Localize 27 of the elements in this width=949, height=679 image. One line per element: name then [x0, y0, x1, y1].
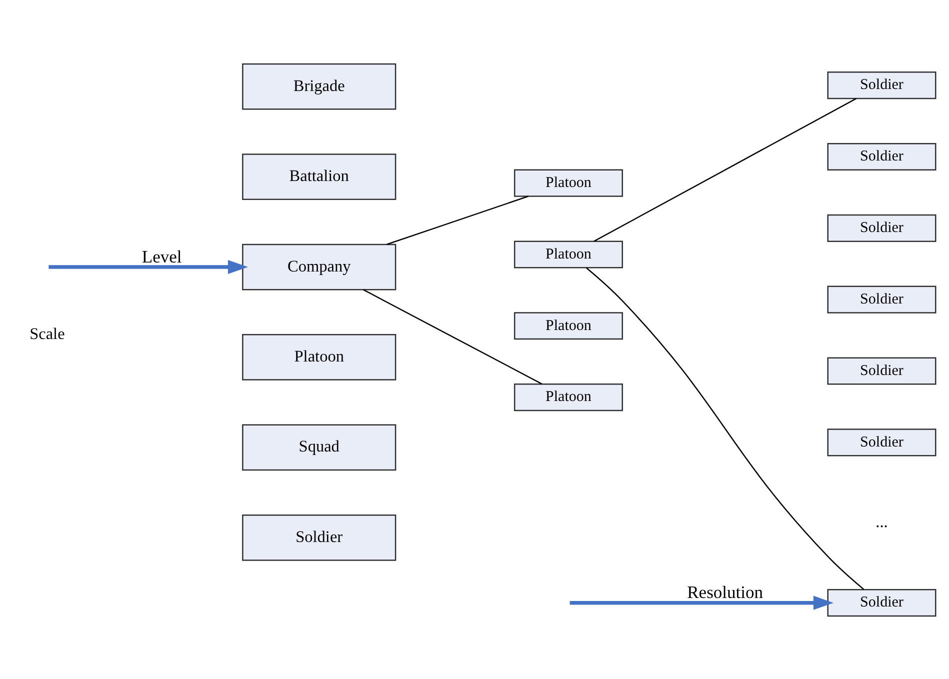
node-box: Soldier — [827, 285, 936, 313]
node-box: Company — [242, 243, 396, 290]
edge-label: Level — [142, 246, 182, 266]
node-box: Battalion — [242, 153, 396, 200]
node-box: Soldier — [827, 214, 936, 242]
label: ... — [876, 511, 888, 530]
connector — [363, 288, 542, 384]
node-box: Soldier — [827, 142, 936, 170]
node-box: Soldier — [827, 71, 936, 99]
node-box: Soldier — [827, 588, 936, 616]
node-box: Soldier — [242, 514, 396, 560]
node-box: Platoon — [242, 334, 396, 380]
edge-label: Resolution — [687, 582, 764, 602]
node-box: Platoon — [514, 240, 623, 268]
node-box: Brigade — [242, 62, 396, 110]
connector — [586, 267, 864, 590]
arrow — [570, 595, 834, 610]
node-box: Platoon — [514, 312, 623, 340]
node-box: Soldier — [827, 356, 936, 384]
node-box: Platoon — [514, 168, 623, 196]
connector — [594, 97, 857, 242]
arrow — [48, 259, 248, 274]
node-box: Soldier — [827, 428, 936, 456]
connector — [386, 195, 529, 244]
node-box: Platoon — [514, 383, 623, 411]
label: Scale — [30, 323, 65, 342]
node-box: Squad — [242, 424, 396, 470]
